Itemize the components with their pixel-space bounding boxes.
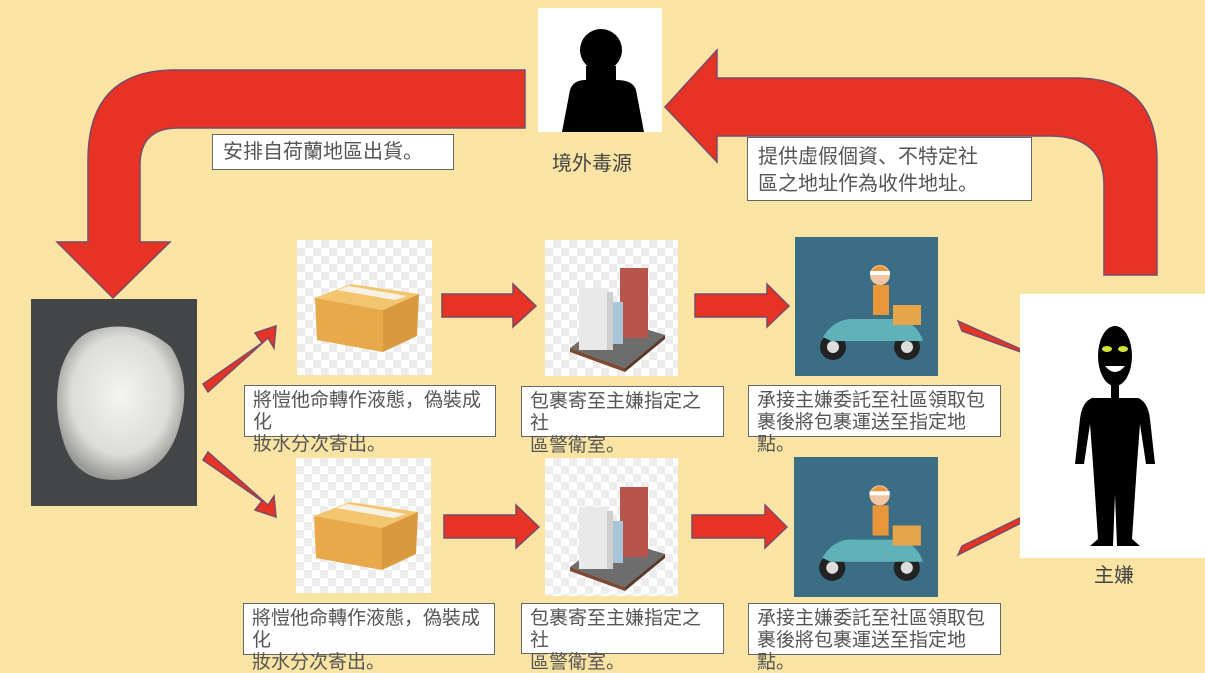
cardboard-box-icon	[315, 284, 419, 352]
caption-liquid-disguise-bottom: 將愷他命轉作液態，偽裝成化 妝水分次寄出。	[243, 603, 495, 673]
caption-guard-room-bottom: 包裹寄至主嫌指定之社 區警衛室。	[521, 603, 724, 673]
box-image-top	[297, 240, 432, 375]
overseas-source-label: 境外毒源	[552, 151, 632, 175]
arrow-powder-to-box-bottom	[201, 450, 277, 519]
arrow-building-to-courier-top	[694, 282, 791, 329]
caption-courier-pickup-bottom: 承接主嫌委託至社區領取包 裹後將包裹運送至指定地點。	[748, 603, 1001, 673]
person-silhouette-icon	[562, 29, 644, 132]
delivery-scooter-icon	[820, 265, 923, 360]
arrow-box-to-building-bottom	[443, 503, 541, 550]
arrow-box-to-building-top	[441, 282, 538, 329]
main-suspect-label: 主嫌	[1094, 563, 1134, 587]
buildings-icon	[570, 268, 665, 372]
drug-powder-image	[31, 299, 197, 506]
caption-guard-room-top: 包裹寄至主嫌指定之社 區警衛室。	[521, 386, 724, 456]
buildings-icon	[570, 487, 665, 591]
main-suspect-image	[1020, 294, 1205, 558]
building-image-top	[545, 240, 678, 376]
overseas-source-image	[538, 8, 662, 132]
courier-image-top	[795, 237, 938, 376]
caption-courier-pickup-top: 承接主嫌委託至社區領取包 裹後將包裹運送至指定地點。	[748, 385, 1001, 455]
delivery-scooter-icon	[819, 485, 923, 581]
caption-ship-from-netherlands: 安排自荷蘭地區出貨。	[212, 134, 454, 170]
caption-liquid-disguise-top: 將愷他命轉作液態，偽裝成化 妝水分次寄出。	[244, 385, 496, 455]
courier-image-bottom	[794, 457, 938, 597]
caption-fake-identity-address: 提供虛假個資、不特定社 區之地址作為收件地址。	[747, 137, 1032, 201]
building-image-bottom	[545, 458, 678, 596]
white-powder-photo	[31, 299, 197, 506]
sinister-figure-icon	[1075, 326, 1155, 546]
cardboard-box-icon	[314, 502, 418, 570]
curved-arrow-suspect-to-source	[663, 48, 1158, 276]
box-image-bottom	[296, 458, 431, 593]
arrow-building-to-courier-bottom	[691, 503, 789, 550]
arrow-powder-to-box-top	[201, 324, 277, 394]
curved-arrow-source-to-powder	[55, 69, 526, 300]
